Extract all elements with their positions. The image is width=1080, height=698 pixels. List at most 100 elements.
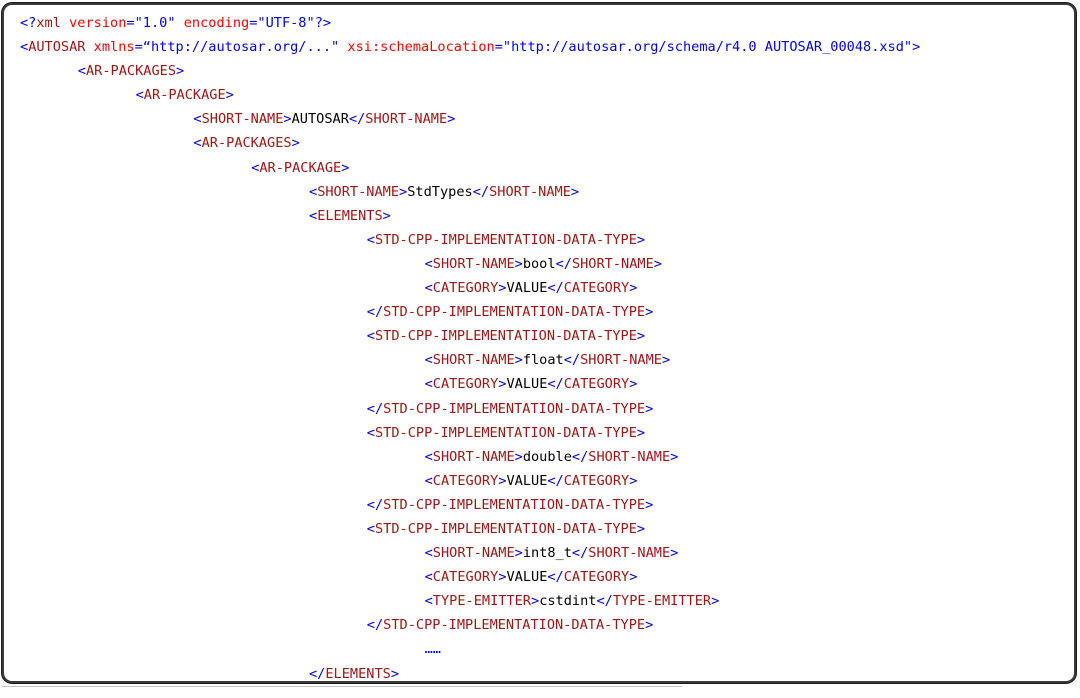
xml-attribute-value: "UTF-8" [257,15,315,31]
code-viewer: <?xml version="1.0" encoding="UTF-8"?><A… [2,3,1076,683]
xml-bracket: > [629,376,638,393]
xml-bracket: </ [596,593,613,610]
xml-tag-name: CATEGORY [563,472,630,489]
xml-tag-name: AR-PACKAGE [143,87,226,104]
xml-equals: = [249,15,258,31]
code-line: <SHORT-NAME>AUTOSAR</SHORT-NAME> [20,107,920,131]
xml-bracket: </ [309,665,326,682]
xml-tag-name: STD-CPP-IMPLEMENTATION-DATA-TYPE [374,231,637,248]
code-line: <CATEGORY>VALUE</CATEGORY> [20,469,920,493]
xml-bracket: < [251,159,260,176]
xml-bracket: > [225,87,234,104]
xml-tag-name: CATEGORY [432,569,499,586]
xml-bracket: < [366,520,375,537]
xml-bracket: > [531,593,540,610]
code-line: <?xml version="1.0" encoding="UTF-8"?> [20,11,920,35]
xml-tag-name: TYPE-EMITTER [432,593,531,610]
xml-bracket: > [498,280,507,297]
xml-bracket: </ [547,569,564,586]
xml-bracket: < [424,593,433,610]
xml-bracket: > [629,280,638,297]
xml-bracket: ?> [314,15,332,31]
xml-attribute-value: "http://autosar.org/schema/r4.0 AUTOSAR_… [502,39,913,56]
xml-text-content: AUTOSAR [291,111,349,128]
xml-tag-name: STD-CPP-IMPLEMENTATION-DATA-TYPE [383,617,646,634]
code-line: <STD-CPP-IMPLEMENTATION-DATA-TYPE> [20,324,920,348]
xml-tag-name: STD-CPP-IMPLEMENTATION-DATA-TYPE [383,400,646,417]
code-line: <ELEMENTS> [20,204,920,228]
xml-text-content: VALUE [506,569,548,586]
xml-bracket: > [498,376,507,393]
xml-tag-name: STD-CPP-IMPLEMENTATION-DATA-TYPE [374,328,637,345]
xml-bracket: > [636,328,646,345]
xml-bracket: > [176,63,185,80]
xml-tag-name: AR-PACKAGES [201,135,292,152]
xml-bracket: < [193,111,202,128]
space [61,15,69,31]
xml-tag-name: SHORT-NAME [201,111,284,128]
xml-tag-name: SHORT-NAME [588,448,671,465]
xml-equals: = [494,39,503,56]
code-line: </STD-CPP-IMPLEMENTATION-DATA-TYPE> [20,493,920,517]
xml-tag-name: SHORT-NAME [432,448,515,465]
xml-bracket: </ [563,352,581,369]
xml-tag-name: CATEGORY [563,280,630,297]
code-line: …… [20,637,920,661]
xml-tag-name: CATEGORY [563,376,630,393]
xml-code-block: <?xml version="1.0" encoding="UTF-8"?><A… [20,11,920,682]
xml-bracket: < [424,448,433,465]
xml-bracket: < [193,135,202,152]
xml-tag-name: SHORT-NAME [588,545,671,562]
xml-tag-name: AR-PACKAGE [259,159,342,176]
xml-bracket: > [283,111,292,128]
xml-tag-name: CATEGORY [563,569,630,586]
xml-bracket: > [498,472,507,489]
xml-text-content: cstdint [539,593,597,610]
xml-bracket: < [309,207,318,224]
xml-bracket: < [366,424,375,441]
xml-bracket: > [514,255,523,272]
code-line: <TYPE-EMITTER>cstdint</TYPE-EMITTER> [20,589,920,613]
xml-bracket: </ [547,376,564,393]
xml-text-content: VALUE [506,280,548,297]
xml-tag-name: SHORT-NAME [432,545,515,562]
xml-bracket: > [291,135,300,152]
code-line: <SHORT-NAME>int8_t</SHORT-NAME> [20,541,920,565]
xml-bracket: > [498,569,507,586]
xml-tag-name: SHORT-NAME [432,255,515,272]
xml-text-content: VALUE [506,472,548,489]
code-line: <AR-PACKAGES> [20,131,920,155]
code-line: <AR-PACKAGE> [20,83,920,107]
xml-tag-name: SHORT-NAME [571,255,654,272]
xml-tag-name: CATEGORY [432,472,499,489]
xml-bracket: > [661,352,671,369]
xml-bracket: > [670,545,679,562]
xml-tag-name: STD-CPP-IMPLEMENTATION-DATA-TYPE [383,496,646,513]
code-line: <AR-PACKAGE> [20,156,920,180]
xml-bracket: > [341,159,350,176]
xml-tag-name: AUTOSAR [28,39,86,56]
xml-bracket: < [424,545,433,562]
xml-bracket: </ [547,280,564,297]
xml-bracket: > [645,496,654,513]
code-line: <CATEGORY>VALUE</CATEGORY> [20,372,920,396]
bottom-divider [2,686,682,693]
code-line: </STD-CPP-IMPLEMENTATION-DATA-TYPE> [20,300,920,324]
xml-text-content: float [522,352,564,369]
xml-tag-name: SHORT-NAME [317,183,400,200]
xml-bracket: > [636,520,646,537]
xml-bracket: </ [366,304,384,321]
xml-bracket: </ [366,617,384,634]
xml-bracket: < [424,376,433,393]
xml-bracket: </ [547,472,564,489]
code-line: </STD-CPP-IMPLEMENTATION-DATA-TYPE> [20,613,920,637]
code-line: <STD-CPP-IMPLEMENTATION-DATA-TYPE> [20,517,920,541]
xml-attribute-value: “http://autosar.org/..." [142,39,340,56]
xml-bracket: < [424,472,433,489]
xml-tag-name: SHORT-NAME [489,183,571,200]
xml-bracket: > [570,183,580,200]
xml-bracket: < [366,231,375,248]
xml-bracket: <? [20,15,37,31]
xml-bracket: </ [348,111,366,128]
xml-attribute-name: encoding [183,15,250,31]
